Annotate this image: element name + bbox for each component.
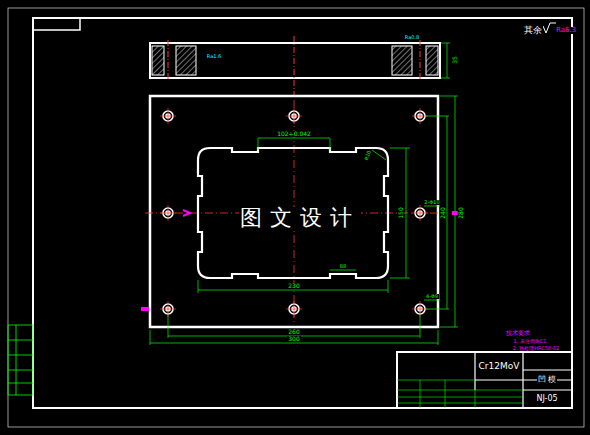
dimension: 280 xyxy=(458,206,464,219)
dimension: 35 xyxy=(452,55,458,65)
dimension: 260 xyxy=(287,329,300,335)
surface-note: 其余 xyxy=(523,26,543,35)
center-mark xyxy=(168,205,169,221)
roughness-value: Ra0.8 xyxy=(404,35,420,40)
dimension: R10 xyxy=(364,149,373,162)
center-mark xyxy=(420,205,421,221)
center-mark xyxy=(294,301,295,317)
dimension: 102+0.042 xyxy=(276,131,312,137)
roughness-value: Ra1.6 xyxy=(206,54,222,59)
dimension: 2-Φ10 xyxy=(423,200,440,205)
center-mark xyxy=(168,301,169,317)
material: Cr12MoV xyxy=(478,362,521,371)
watermark: 图文设计 xyxy=(239,207,361,229)
dimension: 240 xyxy=(440,206,446,219)
dimension: 300 xyxy=(287,336,300,342)
center-mark xyxy=(420,108,421,124)
note: 1. 未注倒角C1 xyxy=(512,339,547,344)
dimension: 88 xyxy=(339,264,347,269)
part-name: 凹 模 xyxy=(537,376,558,384)
dimension: 4-Φ9 xyxy=(425,294,439,299)
notes-heading: 技术要求 xyxy=(505,330,531,336)
roughness-value: Ra6.3 xyxy=(555,27,577,34)
drawing-number: NJ-05 xyxy=(535,395,558,403)
note: 2. 热处理HRC58-62 xyxy=(512,346,560,351)
center-mark xyxy=(168,108,169,124)
dimension: 230 xyxy=(287,283,300,289)
dimension: 150 xyxy=(398,206,404,219)
center-mark xyxy=(294,108,295,124)
center-mark xyxy=(420,301,421,317)
